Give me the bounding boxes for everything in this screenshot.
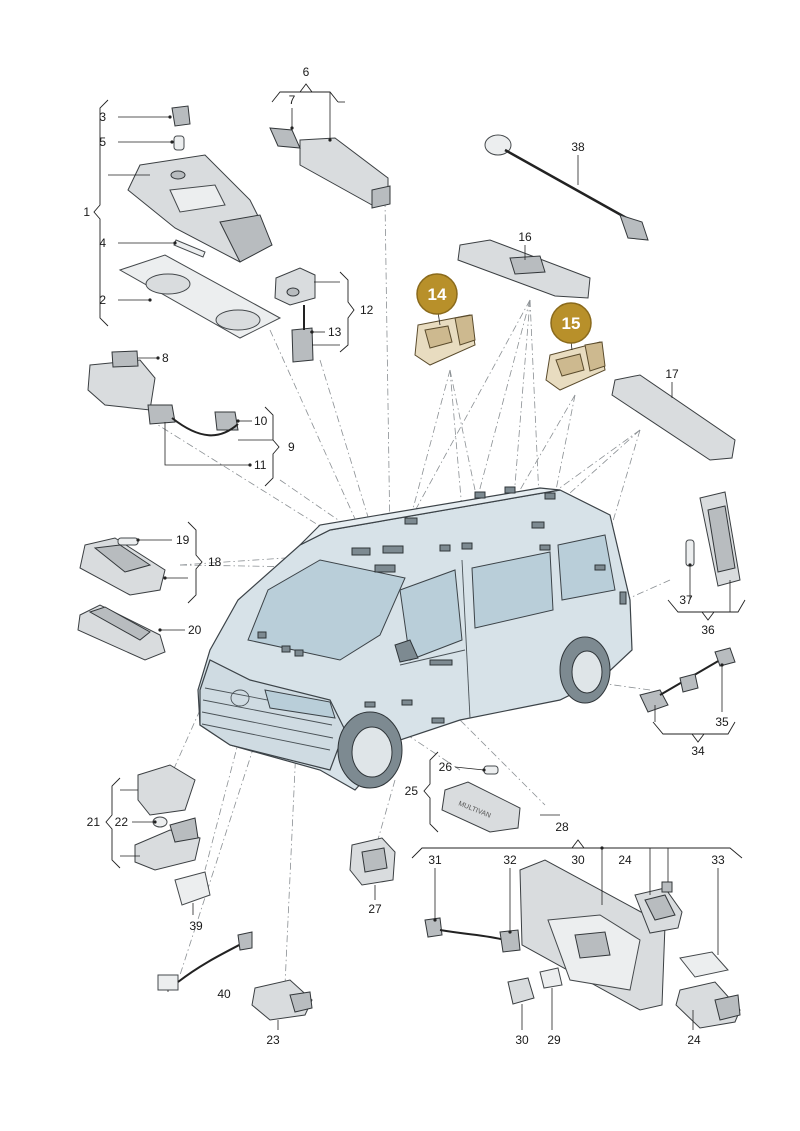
callout-7[interactable]: 7 [289,93,296,107]
part-8-control-unit [87,350,156,411]
callout-4[interactable]: 4 [99,236,106,250]
part-28-console-assembly [519,859,666,1011]
part-21-lamp-assembly [134,764,201,871]
part-37-bulb [685,539,695,567]
part-20-lamp [77,604,166,661]
part-13-connector [291,305,314,363]
callout-35[interactable]: 35 [715,715,729,729]
callout-labels: 3 5 1 4 2 6 7 8 10 9 11 12 13 38 16 17 1… [83,65,729,1047]
callout-24-bottom[interactable]: 24 [687,1033,701,1047]
part-19-bulb [117,537,139,546]
callout-29[interactable]: 29 [547,1033,561,1047]
callout-1[interactable]: 1 [83,205,90,219]
callout-18[interactable]: 18 [208,555,222,569]
callout-32[interactable]: 32 [503,853,517,867]
callout-37[interactable]: 37 [679,593,693,607]
part-17-brake-light [611,374,736,461]
part-25-door-trim-light: MULTIVAN [441,781,521,833]
callout-23[interactable]: 23 [266,1033,280,1047]
callout-20[interactable]: 20 [188,623,202,637]
callout-34[interactable]: 34 [691,744,705,758]
part-36-license-plate-light [699,491,741,587]
callout-31[interactable]: 31 [428,853,442,867]
part-24-lamp [634,887,683,934]
callout-17[interactable]: 17 [665,367,679,381]
part-18-lamp-housing [79,537,166,596]
part-38-sensor-cable [484,134,649,241]
part-6-wiring-harness [269,127,391,209]
callout-40[interactable]: 40 [217,987,231,1001]
badge-14[interactable]: 14 [416,273,458,315]
part-15-reading-lamp [545,341,606,391]
part-27-switch [349,837,396,886]
part-5-bulb [173,135,185,151]
callout-19[interactable]: 19 [176,533,190,547]
callout-2[interactable]: 2 [99,293,106,307]
part-12-socket-housing [274,267,316,306]
part-9-cable-harness [147,404,239,437]
part-30-switch [507,977,535,1005]
part-14-reading-lamp [414,314,476,366]
part-31-cable [424,917,506,941]
brackets-and-leaders [93,83,746,1030]
part-16-roof-light-strip [457,239,591,299]
callout-11[interactable]: 11 [254,458,267,472]
callout-16[interactable]: 16 [518,230,532,244]
callout-28[interactable]: 28 [555,820,569,834]
callout-13[interactable]: 13 [328,325,342,339]
callout-10[interactable]: 10 [254,414,268,428]
part-40-cable-with-bulb [157,931,253,991]
leader-dots [136,115,724,934]
part-24-clip [661,881,673,893]
callout-38[interactable]: 38 [571,140,585,154]
callout-12[interactable]: 12 [360,303,374,317]
callout-5[interactable]: 5 [99,135,106,149]
callout-36[interactable]: 36 [701,623,715,637]
callout-9[interactable]: 9 [288,440,295,454]
van-illustration [197,486,633,791]
part-2-lens [118,254,282,339]
part-32-connector [499,929,521,953]
callout-22[interactable]: 22 [115,815,129,829]
callout-39[interactable]: 39 [189,919,203,933]
callout-25[interactable]: 25 [405,784,419,798]
part-1-interior-light [127,154,273,263]
callout-3[interactable]: 3 [99,110,106,124]
part-29-bulb [539,967,563,989]
callout-24-top[interactable]: 24 [618,853,632,867]
callout-6[interactable]: 6 [303,65,310,79]
callout-27[interactable]: 27 [368,902,382,916]
part-3-bulb-holder [171,105,191,127]
badge-15-label: 15 [562,314,581,333]
callout-21[interactable]: 21 [87,815,101,829]
callout-26[interactable]: 26 [439,760,453,774]
badge-14-label: 14 [428,285,447,304]
part-39-bulb-socket [174,871,211,906]
part-24-lamp-lower [675,981,741,1029]
part-26-bulb [483,765,499,775]
callout-33[interactable]: 33 [711,853,725,867]
badge-15[interactable]: 15 [550,302,592,344]
callout-30-bottom[interactable]: 30 [515,1033,529,1047]
callout-30-top[interactable]: 30 [571,853,585,867]
part-23-lamp-unit [251,979,313,1021]
part-33-gasket [679,951,729,978]
part-34-cable-harness [639,647,736,713]
part-4-festoon-bulb [173,239,206,258]
callout-8[interactable]: 8 [162,351,169,365]
